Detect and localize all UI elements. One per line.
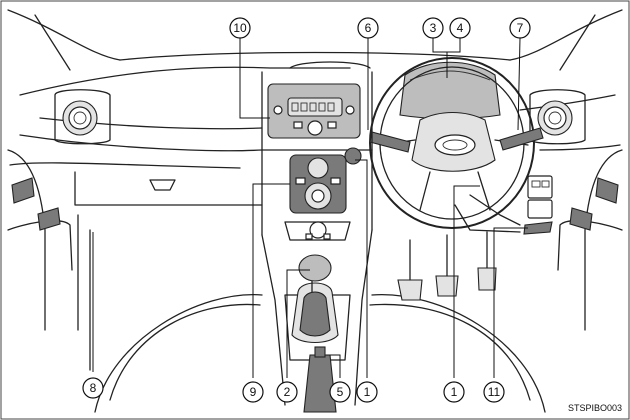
callout-3: 3 bbox=[422, 17, 444, 39]
callout-8-label: 8 bbox=[90, 381, 97, 395]
leader-lines bbox=[92, 37, 528, 378]
callout-10-label: 10 bbox=[233, 21, 247, 35]
callout-10: 10 bbox=[229, 17, 251, 39]
callout-6-label: 6 bbox=[365, 21, 372, 35]
callout-3-label: 3 bbox=[430, 21, 437, 35]
callout-1-column-label: 1 bbox=[451, 385, 458, 399]
shift-lever bbox=[291, 254, 339, 344]
left-air-vent bbox=[54, 89, 111, 145]
column-lever bbox=[454, 194, 521, 233]
callout-7-label: 7 bbox=[517, 21, 524, 35]
callout-2: 2 bbox=[276, 381, 298, 403]
image-code: STSPIBO003 bbox=[568, 403, 622, 413]
lower-switch-cluster bbox=[284, 221, 351, 241]
callout-5: 5 bbox=[329, 381, 351, 403]
right-air-vent bbox=[529, 89, 586, 145]
callout-11: 11 bbox=[483, 381, 505, 403]
callout-6: 6 bbox=[357, 17, 379, 39]
callout-1-center: 1 bbox=[356, 381, 378, 403]
instrument-cluster bbox=[399, 61, 501, 120]
handbrake bbox=[303, 346, 337, 413]
callout-1-column: 1 bbox=[443, 381, 465, 403]
callout-4: 4 bbox=[449, 17, 471, 39]
wiper-stalk bbox=[369, 131, 411, 153]
windshield-outline bbox=[7, 9, 623, 71]
pedals bbox=[397, 231, 497, 301]
center-stack bbox=[261, 71, 373, 236]
callout-4-label: 4 bbox=[457, 21, 464, 35]
callout-7: 7 bbox=[509, 17, 531, 39]
callout-11-label: 11 bbox=[488, 385, 501, 399]
audio-unit bbox=[267, 83, 361, 139]
light-stalk bbox=[499, 127, 544, 151]
callout-9-label: 9 bbox=[250, 385, 257, 399]
climate-panel bbox=[289, 154, 347, 214]
callout-8: 8 bbox=[82, 377, 104, 399]
callout-9: 9 bbox=[242, 381, 264, 403]
left-door bbox=[7, 149, 91, 371]
right-lower-panel bbox=[523, 175, 553, 235]
callout-2-label: 2 bbox=[284, 385, 291, 399]
callout-5-label: 5 bbox=[337, 385, 344, 399]
right-door bbox=[557, 149, 623, 331]
callout-1-center-label: 1 bbox=[364, 385, 371, 399]
seats bbox=[94, 294, 546, 413]
